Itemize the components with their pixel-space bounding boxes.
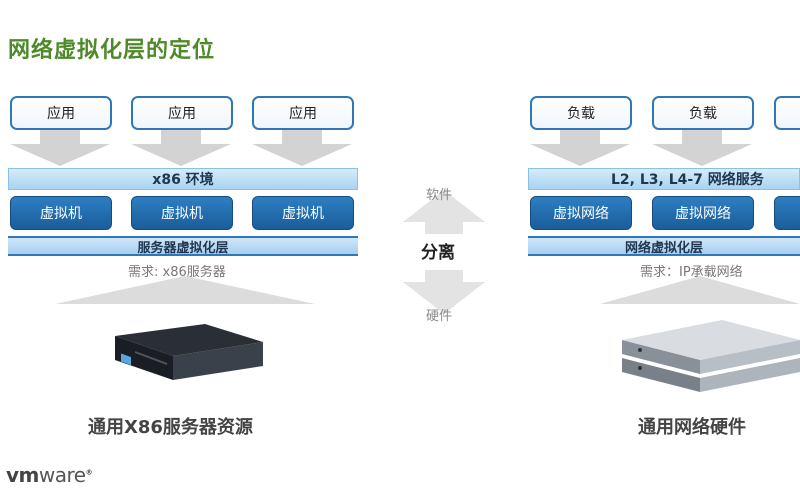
load-box: 负载 bbox=[652, 96, 754, 130]
software-label: 软件 bbox=[426, 188, 453, 203]
up-arrow bbox=[600, 276, 800, 304]
vm-box: 虚拟机 bbox=[131, 196, 233, 230]
vmware-logo: vmware® bbox=[6, 463, 93, 487]
env-bar: L2, L3, L4-7 网络服务 bbox=[528, 168, 800, 190]
network-hardware-image bbox=[622, 320, 800, 392]
requirement-text: 需求: x86服务器 bbox=[128, 265, 226, 280]
virtual-network-box-partial bbox=[774, 196, 800, 230]
network-virtualization-layer-bar: 网络虚拟化层 bbox=[528, 236, 800, 256]
app-box: 应用 bbox=[131, 96, 233, 130]
hardware-label: 硬件 bbox=[426, 309, 453, 324]
app-box: 应用 bbox=[252, 96, 354, 130]
virtualization-layer-bar: 服务器虚拟化层 bbox=[8, 236, 358, 256]
env-bar: x86 环境 bbox=[8, 168, 358, 190]
app-box: 应用 bbox=[10, 96, 112, 130]
down-arrows bbox=[530, 130, 752, 166]
virtual-network-box: 虚拟网络 bbox=[652, 196, 754, 230]
vm-box: 虚拟机 bbox=[252, 196, 354, 230]
separation-arrows bbox=[403, 190, 485, 314]
down-arrow bbox=[131, 130, 231, 166]
down-arrow bbox=[652, 130, 752, 166]
requirement-text: 需求：IP承载网络 bbox=[640, 265, 743, 280]
separation-label: 分离 bbox=[421, 243, 455, 263]
slide-title: 网络虚拟化层的定位 bbox=[8, 38, 216, 63]
up-arrow bbox=[55, 276, 315, 304]
virtual-network-box: 虚拟网络 bbox=[530, 196, 632, 230]
down-arrow bbox=[252, 130, 352, 166]
vm-box: 虚拟机 bbox=[10, 196, 112, 230]
right-caption: 通用网络硬件 bbox=[638, 417, 746, 438]
server-image bbox=[115, 324, 263, 380]
load-box-partial bbox=[774, 96, 800, 130]
left-caption: 通用X86服务器资源 bbox=[88, 417, 253, 438]
load-box: 负载 bbox=[530, 96, 632, 130]
down-arrow bbox=[10, 130, 110, 166]
down-arrow bbox=[530, 130, 630, 166]
down-arrows bbox=[10, 130, 352, 166]
